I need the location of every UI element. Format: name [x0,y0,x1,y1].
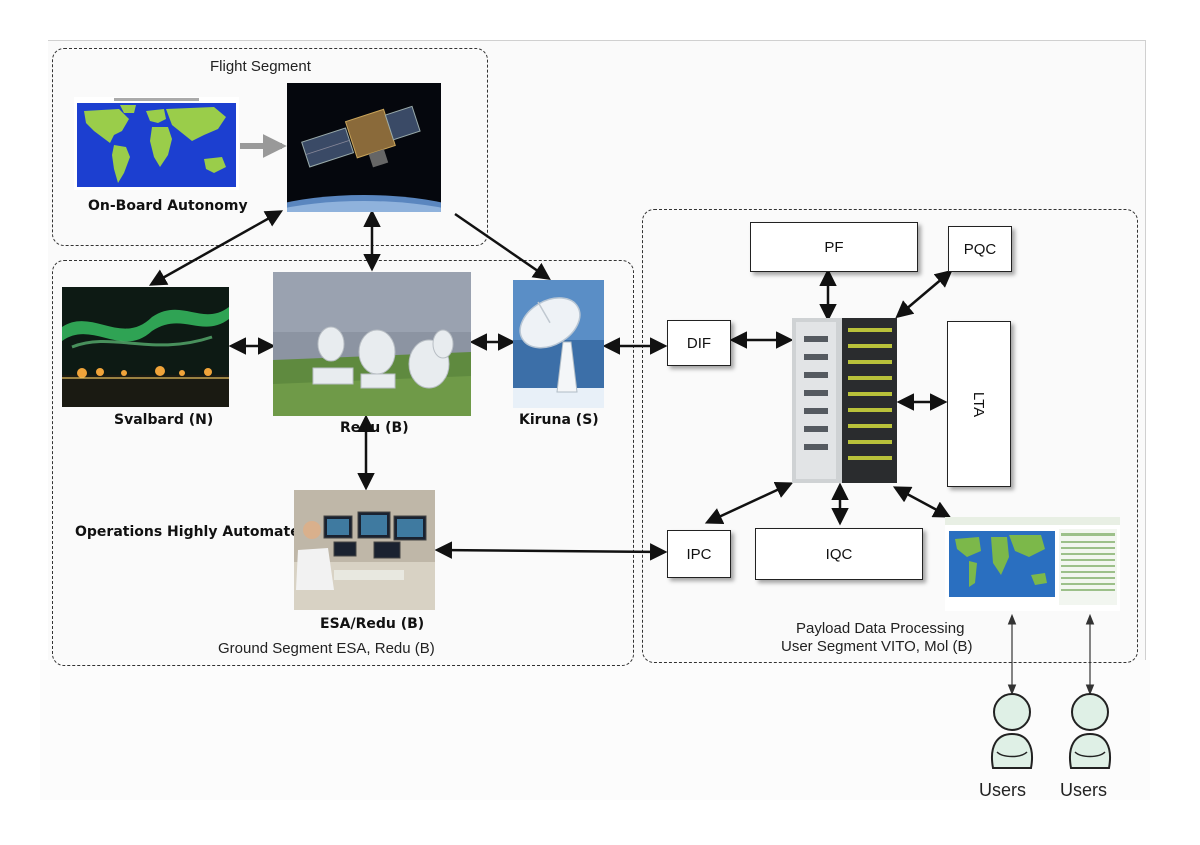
user-icon-2 [1063,690,1118,775]
pqc-node: PQC [948,226,1012,272]
iqc-node: IQC [755,528,923,580]
users-label-1: Users [979,780,1027,800]
user-icon-1 [985,690,1040,775]
svalbard-image [62,287,229,407]
esa-redu-label: ESA/Redu (B) [320,616,425,632]
arrow-server-portal [892,486,952,518]
ipc-node: IPC [667,530,731,578]
operations-label: Operations Highly Automated [75,524,310,540]
lta-label: LTA [970,391,988,417]
lta-node: LTA [947,321,1011,487]
arrow-satellite-svalbard [148,210,284,286]
arrow-server-ipc [704,481,794,525]
kiruna-label: Kiruna (S) [519,412,599,428]
redu-label: Redu (B) [340,420,409,436]
server-rack-image [792,318,897,483]
redu-image [273,272,471,416]
ground-segment-label: Ground Segment ESA, Redu (B) [218,640,435,657]
onboard-autonomy-label: On-Board Autonomy [88,198,248,214]
satellite-image [287,83,441,212]
user-segment-box [642,209,1138,663]
payload-processing-label: Payload Data Processing [796,620,965,637]
portal-screenshot-image [945,517,1120,611]
kiruna-image [513,280,604,408]
users-label-2: Users [1060,780,1108,800]
svalbard-label: Svalbard (N) [114,412,214,428]
flight-segment-label: Flight Segment [210,58,311,75]
pf-node: PF [750,222,918,272]
arrow-esa-ipc [434,541,668,561]
user-segment-label: User Segment VITO, Mol (B) [781,638,973,655]
arrow-pqc-server [895,269,953,319]
dif-node: DIF [667,320,731,366]
world-map-image [74,97,239,190]
arrow-satellite-kiruna [454,212,551,280]
esa-control-room-image [294,490,435,610]
lower-band [40,660,1150,800]
ground-segment-box [52,260,634,666]
